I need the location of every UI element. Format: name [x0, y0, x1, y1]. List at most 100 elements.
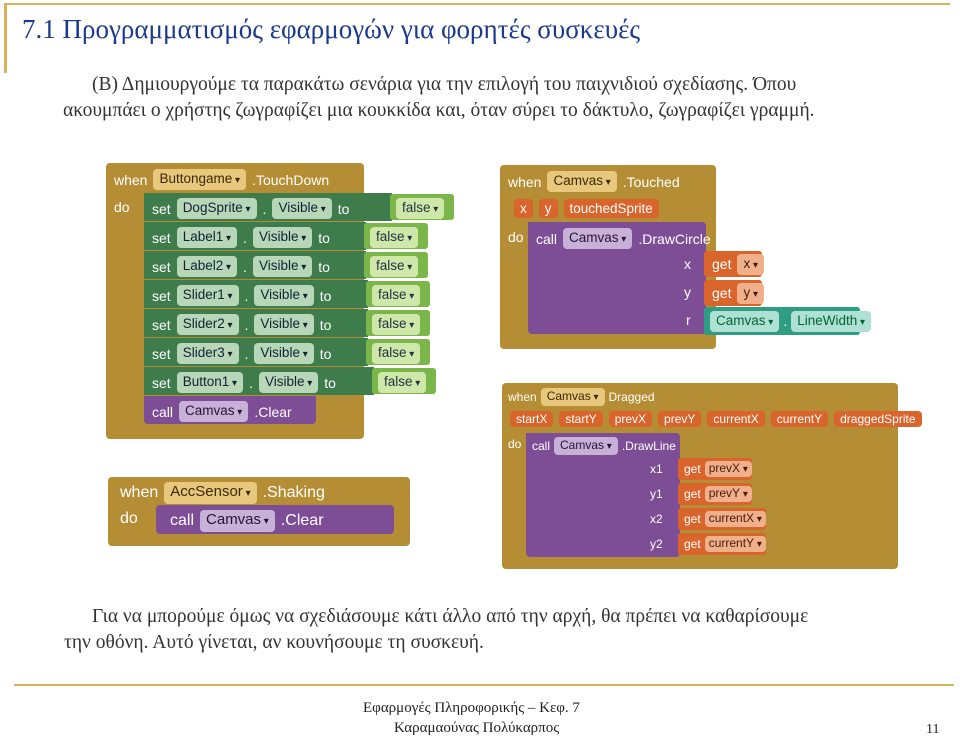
- boolean-dropdown[interactable]: false: [372, 285, 421, 306]
- component-dropdown[interactable]: AccSensor: [164, 482, 257, 504]
- event-name: .Shaking: [262, 484, 325, 501]
- false-block[interactable]: false: [366, 281, 430, 307]
- boolean-dropdown[interactable]: false: [370, 227, 419, 248]
- component-dropdown[interactable]: Camvas: [540, 388, 605, 406]
- boolean-dropdown[interactable]: false: [372, 343, 421, 364]
- arg-label-x1: x1: [650, 462, 663, 476]
- outro-line-1: Για να μπορούμε όμως να σχεδιάσουμε κάτι…: [92, 606, 809, 627]
- get-keyword: get: [684, 512, 701, 526]
- set-block-label1: set Label1 . Visible to: [144, 222, 366, 250]
- property-dropdown[interactable]: Visible: [252, 227, 313, 248]
- component-dropdown[interactable]: Camvas: [710, 310, 780, 332]
- variable-dropdown[interactable]: y: [737, 282, 765, 304]
- property-dropdown[interactable]: Visible: [254, 285, 314, 306]
- to-keyword: to: [319, 345, 332, 362]
- call-keyword: call: [170, 512, 195, 529]
- param-startx[interactable]: startX: [510, 411, 554, 427]
- boolean-dropdown[interactable]: false: [372, 314, 421, 335]
- param-y[interactable]: y: [538, 199, 558, 218]
- false-block[interactable]: false: [366, 339, 430, 365]
- component-dropdown[interactable]: Camvas: [547, 171, 617, 192]
- top-rule: [4, 3, 950, 5]
- param-x[interactable]: x: [514, 199, 533, 218]
- set-keyword: set: [152, 374, 171, 391]
- component-dropdown[interactable]: DogSprite: [176, 198, 257, 219]
- when-keyword: when: [114, 171, 148, 188]
- param-starty[interactable]: startY: [559, 411, 603, 427]
- param-touchedsprite[interactable]: touchedSprite: [563, 199, 659, 218]
- to-keyword: to: [319, 287, 332, 304]
- set-block-label2: set Label2 . Visible to: [144, 251, 366, 279]
- param-prevy[interactable]: prevY: [658, 411, 702, 427]
- method-name: .DrawCircle: [638, 230, 711, 247]
- false-block[interactable]: false: [364, 223, 428, 249]
- component-dropdown[interactable]: Camvas: [554, 437, 618, 455]
- set-keyword: set: [152, 258, 171, 275]
- component-dropdown[interactable]: Camvas: [179, 401, 249, 422]
- get-prevy-block[interactable]: get prevY: [678, 483, 752, 505]
- get-x-block[interactable]: get x: [704, 251, 765, 277]
- false-block[interactable]: false: [366, 310, 430, 336]
- to-keyword: to: [337, 200, 350, 217]
- component-dropdown[interactable]: Camvas: [563, 228, 633, 249]
- arg-label-r: r: [686, 312, 691, 328]
- set-block-slider2: set Slider2 . Visible to: [144, 309, 368, 337]
- get-prevx-block[interactable]: get prevX: [678, 458, 752, 480]
- false-block[interactable]: false: [364, 252, 428, 278]
- property-dropdown[interactable]: Visible: [272, 198, 332, 219]
- call-clear-block: call Camvas .Clear: [144, 396, 316, 424]
- to-keyword: to: [324, 374, 336, 391]
- component-dropdown[interactable]: Camvas: [200, 510, 275, 532]
- param-prevx[interactable]: prevX: [608, 411, 653, 427]
- arg-label-y1: y1: [650, 487, 663, 501]
- arg-label-y: y: [684, 284, 691, 300]
- get-y-block[interactable]: get y: [704, 280, 765, 306]
- call-keyword: call: [536, 230, 558, 247]
- do-keyword: do: [508, 229, 524, 245]
- component-dropdown[interactable]: Button1: [176, 372, 244, 393]
- property-dropdown[interactable]: LineWidth: [791, 310, 872, 332]
- footer-course: Εφαρμογές Πληροφορικής – Κεφ. 7: [363, 700, 580, 716]
- get-keyword: get: [684, 462, 701, 476]
- variable-dropdown[interactable]: currentY: [704, 536, 766, 552]
- property-dropdown[interactable]: Visible: [252, 256, 313, 277]
- method-name: .DrawLine: [621, 439, 676, 453]
- footer-author: Καραμαούνας Πολύκαρπος: [394, 720, 560, 736]
- set-keyword: set: [152, 345, 171, 362]
- param-currentx[interactable]: currentX: [707, 411, 765, 427]
- set-block-button1: set Button1 . Visible to: [144, 367, 374, 395]
- variable-dropdown[interactable]: prevX: [704, 461, 752, 477]
- set-block-slider3: set Slider3 . Visible to: [144, 338, 368, 366]
- variable-dropdown[interactable]: x: [737, 253, 765, 275]
- component-dropdown[interactable]: Slider3: [176, 343, 239, 364]
- get-keyword: get: [684, 487, 701, 501]
- footer-rule: [14, 684, 954, 686]
- variable-dropdown[interactable]: prevY: [704, 486, 752, 502]
- property-dropdown[interactable]: Visible: [258, 372, 319, 393]
- false-block[interactable]: false: [372, 368, 436, 394]
- drawcircle-call-block: call Camvas .DrawCircle x y r: [528, 222, 711, 334]
- event-name: .Touched: [622, 173, 680, 190]
- variable-dropdown[interactable]: currentX: [704, 511, 766, 527]
- false-block[interactable]: false: [390, 194, 454, 220]
- arg-label-y2: y2: [650, 537, 663, 551]
- property-dropdown[interactable]: Visible: [254, 314, 314, 335]
- method-name: .Clear: [254, 403, 292, 420]
- arg-label-x2: x2: [650, 512, 663, 526]
- component-dropdown[interactable]: Slider2: [176, 314, 239, 335]
- boolean-dropdown[interactable]: false: [378, 372, 427, 393]
- component-dropdown[interactable]: Label1: [176, 227, 238, 248]
- param-currenty[interactable]: currentY: [770, 411, 829, 427]
- get-currenty-block[interactable]: get currentY: [678, 533, 766, 555]
- camvas-linewidth-block[interactable]: Camvas . LineWidth: [704, 307, 872, 335]
- component-dropdown[interactable]: Slider1: [176, 285, 239, 306]
- property-dropdown[interactable]: Visible: [254, 343, 314, 364]
- component-dropdown[interactable]: Buttongame: [153, 169, 247, 190]
- drawline-call-block: call Camvas .DrawLine x1 y1 x2 y2: [526, 433, 680, 557]
- get-currentx-block[interactable]: get currentX: [678, 508, 766, 530]
- boolean-dropdown[interactable]: false: [370, 256, 419, 277]
- param-draggedsprite[interactable]: draggedSprite: [834, 411, 922, 427]
- do-keyword: do: [120, 510, 138, 527]
- component-dropdown[interactable]: Label2: [176, 256, 238, 277]
- boolean-dropdown[interactable]: false: [396, 198, 445, 219]
